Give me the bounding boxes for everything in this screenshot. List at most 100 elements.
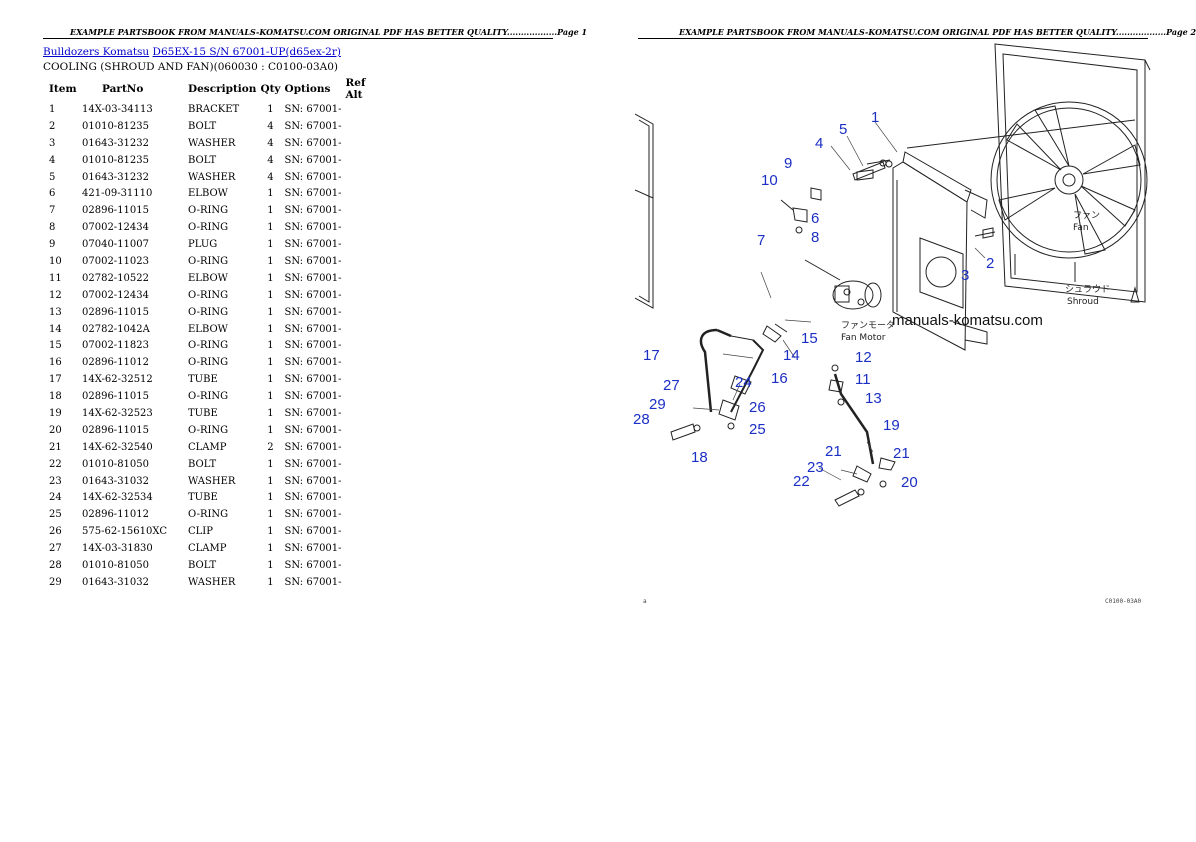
cell-description: ELBOW	[188, 188, 228, 200]
cell-item: 7	[49, 205, 56, 217]
cell-description: CLIP	[188, 526, 213, 538]
tube-24-illustration	[730, 323, 788, 413]
cell-item: 4	[49, 154, 56, 166]
cell-ref-alt	[344, 253, 388, 270]
cell-description: O-RING	[188, 306, 229, 318]
cell-description: TUBE	[188, 374, 218, 386]
cell-partno: 14X-62-32534	[82, 492, 153, 504]
callout-11: 11	[855, 371, 871, 388]
cell-ref-alt	[344, 321, 388, 338]
cell-qty: 1	[267, 323, 274, 335]
breadcrumb-link-model[interactable]: D65EX-15 S/N 67001-UP(d65ex-2r)	[152, 46, 341, 58]
parts-table-header: Item PartNo Description Qty Options Ref …	[43, 77, 388, 101]
cell-description: PLUG	[188, 239, 218, 251]
cell-item: 11	[49, 272, 62, 284]
cell-item: 17	[49, 374, 62, 386]
bolt-28-illustration	[670, 423, 701, 441]
callout-27: 27	[663, 377, 680, 394]
cell-partno: 421-09-31110	[82, 188, 153, 200]
cell-qty: 1	[267, 526, 274, 538]
cell-options: SN: 67001-	[284, 543, 342, 555]
cell-description: CLAMP	[188, 543, 227, 555]
cell-ref-alt	[344, 118, 388, 135]
fan-label-jp: ファン	[1073, 211, 1100, 221]
cell-partno: 01643-31232	[82, 171, 150, 183]
column-header-description: Description	[188, 83, 257, 95]
callout-23: 23	[807, 459, 824, 476]
cell-partno: 14X-03-34113	[82, 103, 153, 115]
cell-item: 3	[49, 137, 56, 149]
cell-item: 29	[49, 576, 62, 588]
breadcrumb-link-category[interactable]: Bulldozers Komatsu	[43, 46, 150, 58]
cell-qty: 1	[267, 543, 274, 555]
cell-description: ELBOW	[188, 272, 228, 284]
shroud-illustration	[990, 43, 1151, 303]
cell-ref-alt	[344, 574, 388, 591]
cell-options: SN: 67001-	[284, 576, 342, 588]
cell-description: WASHER	[188, 475, 236, 487]
cell-partno: 01643-31232	[82, 137, 150, 149]
cell-description: O-RING	[188, 205, 229, 217]
cell-qty: 4	[267, 154, 274, 166]
cell-ref-alt	[344, 337, 388, 354]
cell-partno: 02896-11015	[82, 205, 150, 217]
cell-partno: 07002-12434	[82, 222, 150, 234]
cell-item: 26	[49, 526, 62, 538]
column-header-ref-alt: Ref Alt	[345, 77, 366, 101]
cell-ref-alt	[344, 523, 388, 540]
cell-description: BOLT	[188, 154, 217, 166]
cell-qty: 1	[267, 509, 274, 521]
cell-description: WASHER	[188, 137, 236, 149]
cell-item: 5	[49, 171, 56, 183]
cell-partno: 02782-1042A	[82, 323, 150, 335]
cell-item: 13	[49, 306, 62, 318]
cell-partno: 02782-10522	[82, 272, 150, 284]
cell-partno: 07040-11007	[82, 239, 150, 251]
callout-5: 5	[839, 121, 847, 138]
cell-description: WASHER	[188, 171, 236, 183]
cell-options: SN: 67001-	[284, 255, 342, 267]
cell-partno: 02896-11015	[82, 306, 150, 318]
cell-options: SN: 67001-	[284, 441, 342, 453]
callout-28: 28	[633, 411, 650, 428]
cell-ref-alt	[344, 473, 388, 490]
cell-item: 20	[49, 424, 62, 436]
cell-qty: 1	[267, 576, 274, 588]
cell-ref-alt	[344, 304, 388, 321]
cell-qty: 1	[267, 289, 274, 301]
bracket-illustration	[892, 119, 1136, 351]
cell-item: 22	[49, 458, 62, 470]
cell-ref-alt	[344, 540, 388, 557]
callout-18: 18	[691, 449, 708, 466]
cell-options: SN: 67001-	[284, 340, 342, 352]
cell-item: 1	[49, 103, 56, 115]
clamp-27-illustration	[718, 375, 752, 430]
cell-options: SN: 67001-	[284, 424, 342, 436]
fan-motor-illustration	[804, 259, 882, 310]
parts-list-page: EXAMPLE PARTSBOOK FROM MANUALS-KOMATSU.C…	[0, 0, 595, 842]
cell-partno: 14X-62-32512	[82, 374, 153, 386]
column-header-item: Item	[49, 83, 77, 95]
cell-partno: 01010-81235	[82, 154, 150, 166]
cell-ref-alt	[344, 270, 388, 287]
cell-ref-alt	[344, 135, 388, 152]
cell-description: O-RING	[188, 255, 229, 267]
cell-description: BRACKET	[188, 103, 240, 115]
cell-item: 16	[49, 357, 62, 369]
cell-ref-alt	[344, 219, 388, 236]
cell-item: 27	[49, 543, 62, 555]
tube-17-illustration	[699, 328, 754, 413]
